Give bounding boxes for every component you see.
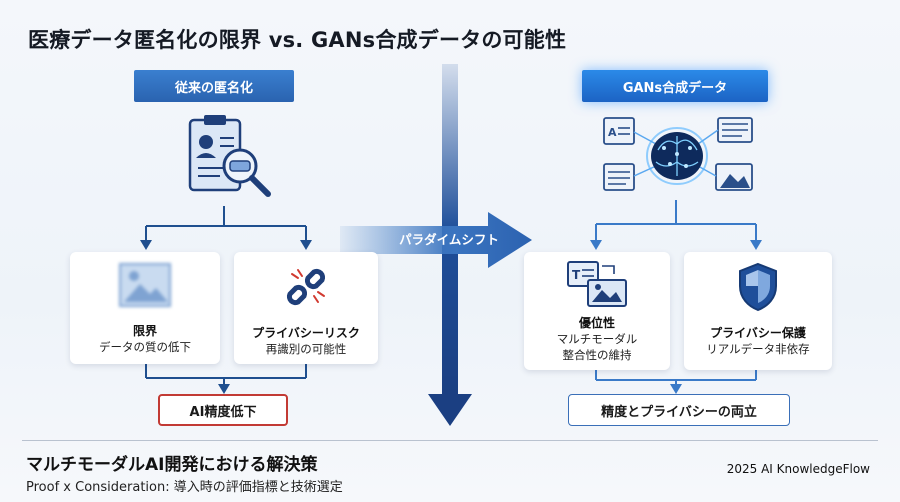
shield-icon bbox=[739, 262, 777, 312]
advantage-subtitle-line1: マルチモーダル bbox=[556, 332, 638, 346]
ai-accuracy-drop-result: AI精度低下 bbox=[158, 394, 288, 426]
broken-link-icon bbox=[286, 268, 326, 306]
brain-network-icon: A bbox=[603, 117, 753, 191]
multimodal-icon: T bbox=[567, 261, 627, 307]
footer-divider bbox=[22, 440, 878, 441]
privacy-risk-subtitle: 再識別の可能性 bbox=[265, 342, 347, 356]
footer-subtitle: Proof x Consideration: 導入時の評価指標と技術選定 bbox=[26, 480, 343, 495]
privacy-risk-card: プライバシーリスク 再識別の可能性 bbox=[234, 252, 378, 364]
clipboard-search-icon bbox=[188, 115, 271, 197]
page-title: 医療データ匿名化の限界 vs. GANs合成データの可能性 bbox=[28, 28, 567, 52]
limitation-subtitle: データの質の低下 bbox=[99, 340, 191, 354]
gans-synthetic-data-label: GANs合成データ bbox=[582, 70, 768, 102]
advantage-card: T 優位性 マルチモーダル 整合性の維持 bbox=[524, 252, 670, 370]
footer-brand: 2025 AI KnowledgeFlow bbox=[726, 462, 870, 476]
paradigm-shift-arrow bbox=[340, 212, 532, 268]
limitation-title: 限界 bbox=[132, 324, 157, 338]
footer-title: マルチモーダルAI開発における解決策 bbox=[26, 455, 318, 475]
advantage-subtitle-line2: 整合性の維持 bbox=[562, 348, 632, 362]
blurred-image-icon bbox=[119, 263, 171, 307]
accuracy-privacy-balance-result: 精度とプライバシーの両立 bbox=[568, 394, 790, 426]
svg-text:A: A bbox=[608, 126, 617, 139]
traditional-anonymization-label: 従来の匿名化 bbox=[134, 70, 294, 102]
advantage-title: 優位性 bbox=[578, 316, 615, 330]
svg-text:T: T bbox=[572, 268, 581, 282]
paradigm-shift-label: パラダイムシフト bbox=[399, 232, 499, 247]
privacy-protection-card: プライバシー保護 リアルデータ非依存 bbox=[684, 252, 832, 370]
privacy-risk-title: プライバシーリスク bbox=[252, 326, 360, 340]
privacy-protection-subtitle: リアルデータ非依存 bbox=[706, 342, 810, 356]
limitation-card: 限界 データの質の低下 bbox=[70, 252, 220, 364]
privacy-protection-title: プライバシー保護 bbox=[710, 326, 806, 340]
